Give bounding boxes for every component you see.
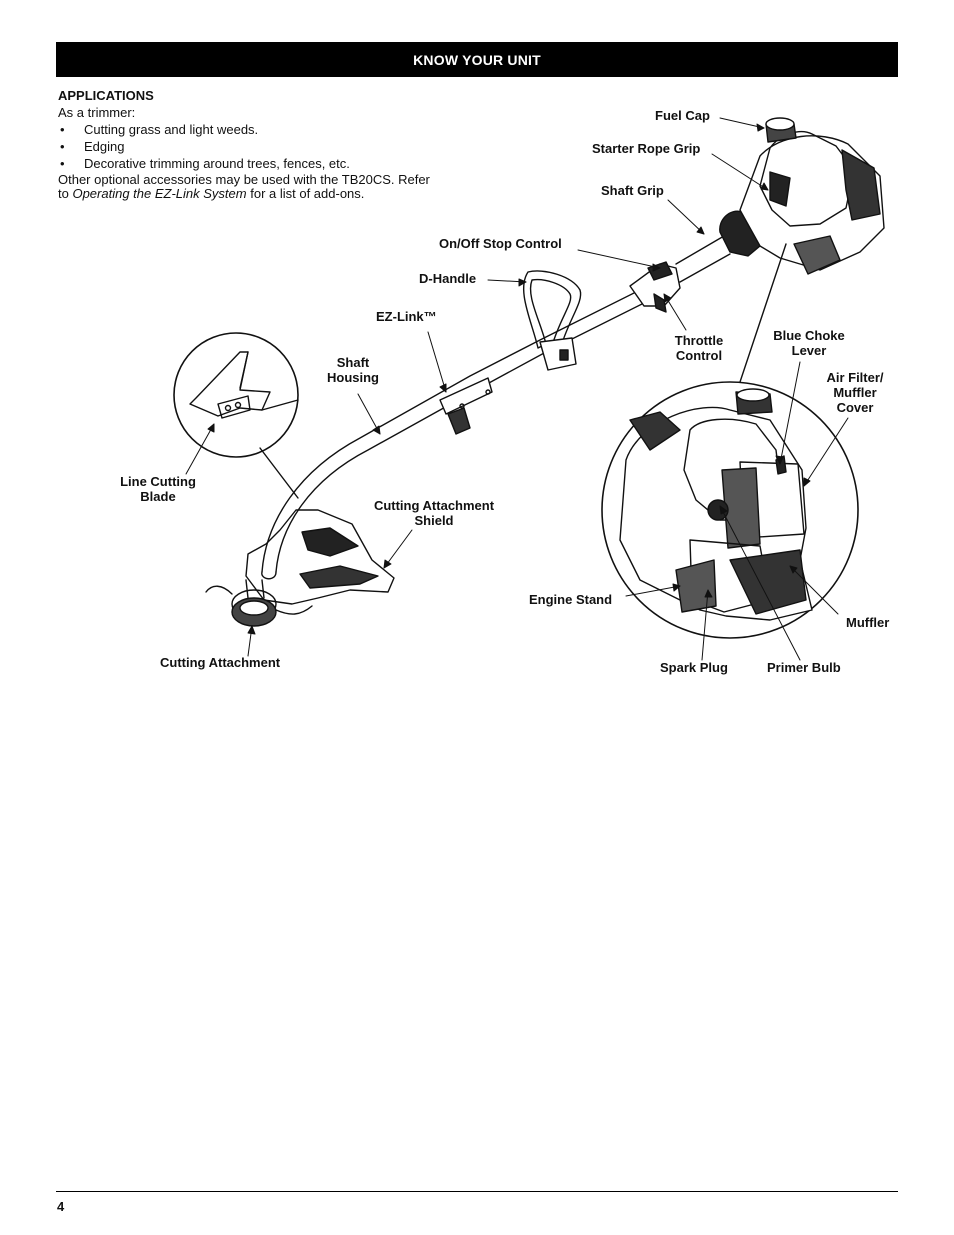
label-line: Blade <box>140 489 176 504</box>
shaft-drawing <box>261 289 647 580</box>
label-line: Shield <box>414 513 454 528</box>
cutting-attachment-drawing <box>205 509 395 627</box>
applications-heading: APPLICATIONS <box>58 88 154 103</box>
accessories-note: Other optional accessories may be used w… <box>58 173 438 201</box>
applications-list: Cutting grass and light weeds. Edging De… <box>58 121 438 172</box>
label-line: Throttle <box>674 333 724 348</box>
label-line: Lever <box>791 343 827 358</box>
label-line: Line Cutting <box>120 474 196 489</box>
note-reference: Operating the EZ-Link System <box>72 186 247 201</box>
label-line: Muffler <box>833 385 877 400</box>
control-housing-drawing <box>629 235 731 313</box>
label-d-handle: D-Handle <box>419 271 477 286</box>
section-title: KNOW YOUR UNIT <box>413 51 541 68</box>
label-cutting-attachment-shield: Cutting Attachment Shield <box>364 498 504 528</box>
footer-divider <box>56 1191 898 1192</box>
label-fuel-cap: Fuel Cap <box>655 108 710 123</box>
list-item: Decorative trimming around trees, fences… <box>58 155 438 172</box>
label-engine-stand: Engine Stand <box>529 592 613 607</box>
label-line: Blue Choke <box>773 328 845 343</box>
engine-detail <box>601 243 859 639</box>
label-air-filter-muffler-cover: Air Filter/ Muffler Cover <box>818 370 892 415</box>
label-blue-choke-lever: Blue Choke Lever <box>764 328 854 358</box>
label-line: Cover <box>836 400 874 415</box>
d-handle-drawing <box>523 270 582 371</box>
label-on-off-stop-control: On/Off Stop Control <box>439 236 562 251</box>
label-line: Housing <box>327 370 379 385</box>
section-header: KNOW YOUR UNIT <box>56 42 898 77</box>
label-starter-rope-grip: Starter Rope Grip <box>592 141 701 156</box>
label-shaft-grip: Shaft Grip <box>601 183 664 198</box>
label-muffler: Muffler <box>846 615 890 630</box>
note-text-end: for a list of add-ons. <box>246 186 365 201</box>
label-spark-plug: Spark Plug <box>660 660 728 675</box>
list-item: Edging <box>58 138 438 155</box>
label-cutting-attachment: Cutting Attachment <box>160 655 281 670</box>
label-line-cutting-blade: Line Cutting Blade <box>112 474 204 504</box>
line-cutting-blade-detail <box>173 332 299 499</box>
leader-lines <box>185 117 849 661</box>
label-line: Air Filter/ <box>826 370 884 385</box>
label-ez-link: EZ-Link™ <box>376 309 437 324</box>
applications-intro: As a trimmer: <box>58 105 136 120</box>
label-primer-bulb: Primer Bulb <box>767 660 841 675</box>
list-item: Cutting grass and light weeds. <box>58 121 438 138</box>
label-shaft-housing: Shaft Housing <box>318 355 388 385</box>
page-number: 4 <box>57 1199 65 1214</box>
note-text: Other optional accessories may be used w… <box>58 172 430 201</box>
engine-drawing <box>719 117 885 275</box>
label-line: Cutting Attachment <box>373 498 495 513</box>
label-line: Control <box>675 348 723 363</box>
label-throttle-control: Throttle Control <box>664 333 734 363</box>
label-line: Shaft <box>336 355 370 370</box>
applications-section: APPLICATIONS As a trimmer: Cutting grass… <box>58 87 438 201</box>
